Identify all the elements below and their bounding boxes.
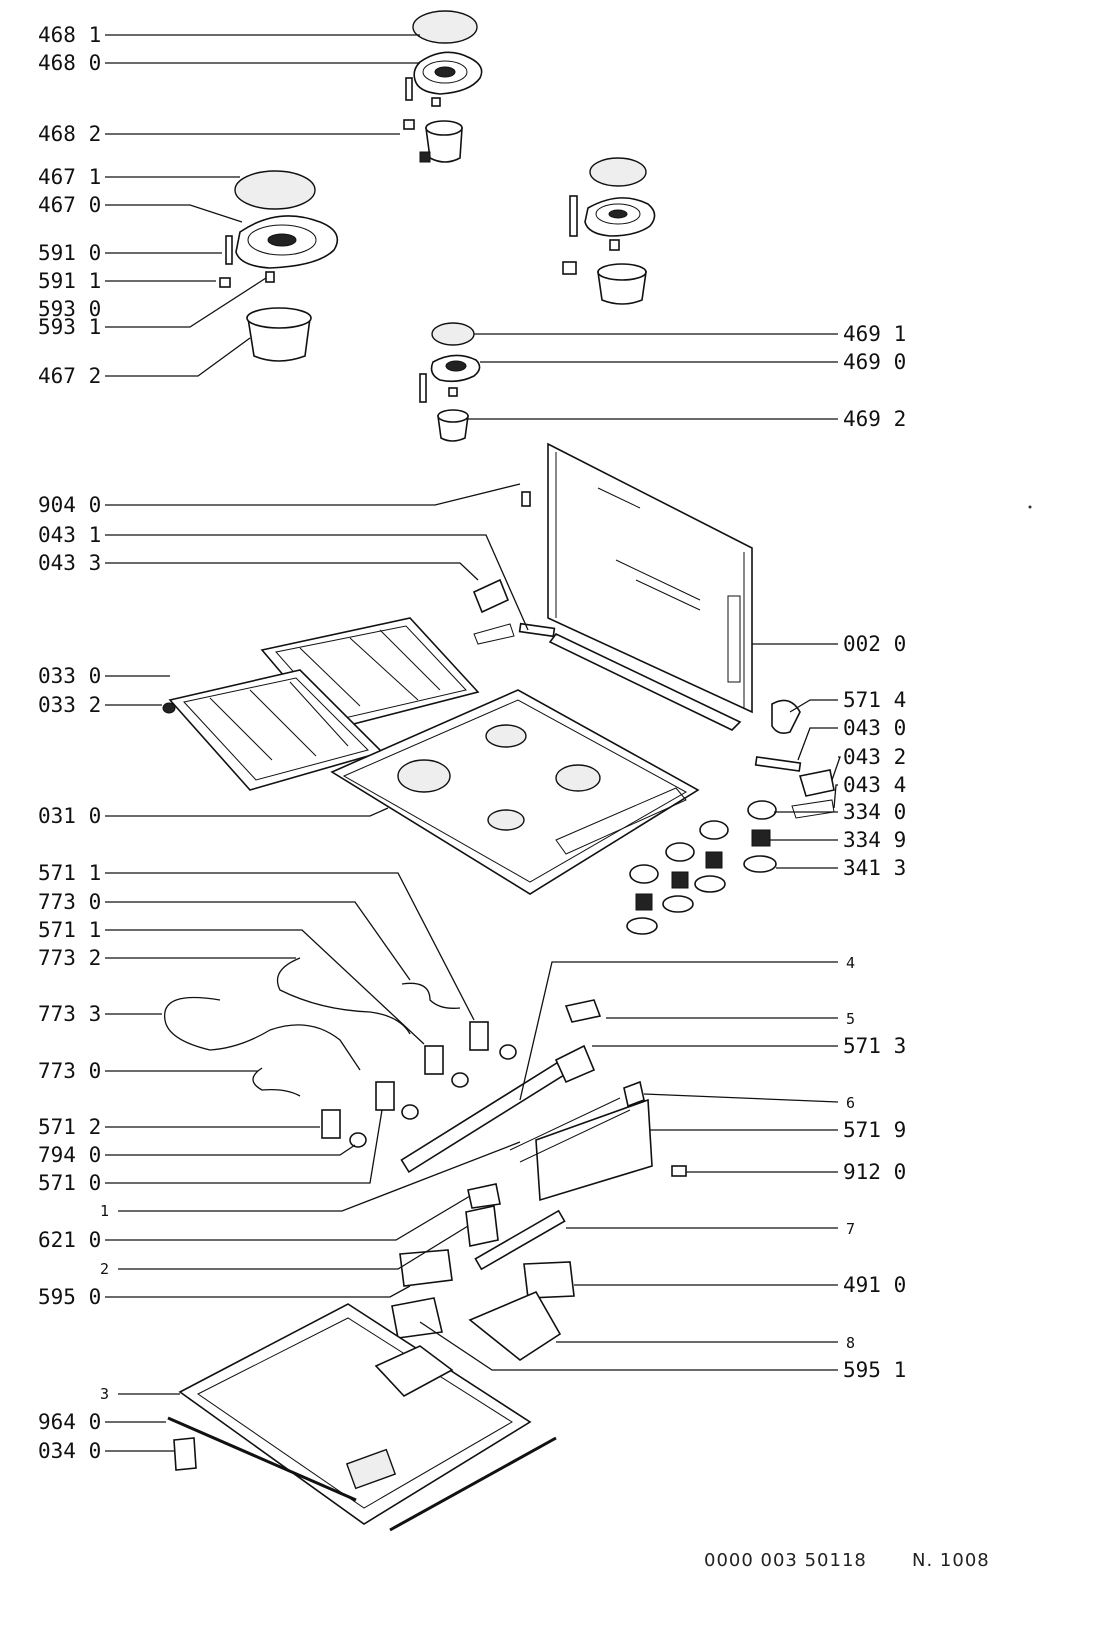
label-6: 6 xyxy=(846,1094,855,1112)
label-593-1: 593 1 xyxy=(38,315,101,339)
label-8: 8 xyxy=(846,1334,855,1352)
label-043-0: 043 0 xyxy=(843,716,906,740)
bottom-tray xyxy=(167,1303,557,1532)
leader-lines xyxy=(105,34,841,1452)
label-4: 4 xyxy=(846,954,855,972)
label-904-0: 904 0 xyxy=(38,493,101,517)
label-571-1-b: 571 1 xyxy=(38,918,101,942)
glass-lid xyxy=(547,442,753,731)
label-773-0-a: 773 0 xyxy=(38,890,101,914)
hob-top xyxy=(330,689,700,895)
left-labels: 468 1 468 0 468 2 467 1 467 0 591 0 591 … xyxy=(38,23,109,1463)
label-467-2: 467 2 xyxy=(38,364,101,388)
label-334-0: 334 0 xyxy=(843,800,906,824)
stray-mark xyxy=(1028,505,1032,509)
label-621-0: 621 0 xyxy=(38,1228,101,1252)
label-043-2: 043 2 xyxy=(843,745,906,769)
label-468-1: 468 1 xyxy=(38,23,101,47)
label-595-1: 595 1 xyxy=(843,1358,906,1382)
label-964-0: 964 0 xyxy=(38,1410,101,1434)
label-469-2: 469 2 xyxy=(843,407,906,431)
pan-supports xyxy=(162,617,480,791)
label-794-0: 794 0 xyxy=(38,1143,101,1167)
label-467-0: 467 0 xyxy=(38,193,101,217)
gas-pipes-and-taps xyxy=(164,957,517,1148)
label-591-0: 591 0 xyxy=(38,241,101,265)
burner-right xyxy=(562,157,656,305)
label-571-3: 571 3 xyxy=(843,1034,906,1058)
label-043-3: 043 3 xyxy=(38,551,101,575)
label-571-0: 571 0 xyxy=(38,1171,101,1195)
label-034-0: 034 0 xyxy=(38,1439,101,1463)
label-571-9: 571 9 xyxy=(843,1118,906,1142)
label-5: 5 xyxy=(846,1010,855,1028)
label-334-9: 334 9 xyxy=(843,828,906,852)
label-591-1: 591 1 xyxy=(38,269,101,293)
label-002-0: 002 0 xyxy=(843,632,906,656)
label-571-1-a: 571 1 xyxy=(38,861,101,885)
label-2: 2 xyxy=(100,1260,109,1278)
label-773-2: 773 2 xyxy=(38,946,101,970)
label-773-0-b: 773 0 xyxy=(38,1059,101,1083)
label-773-3: 773 3 xyxy=(38,1002,101,1026)
label-593-0: 593 0 xyxy=(38,297,101,321)
burner-468 xyxy=(403,10,483,163)
drawing-code: 0000 003 50118 xyxy=(704,1550,867,1571)
label-031-0: 031 0 xyxy=(38,804,101,828)
label-468-2: 468 2 xyxy=(38,122,101,146)
label-491-0: 491 0 xyxy=(843,1273,906,1297)
right-labels: 469 1 469 0 469 2 002 0 571 4 043 0 043 … xyxy=(843,322,906,1382)
burner-469 xyxy=(419,322,481,442)
label-469-0: 469 0 xyxy=(843,350,906,374)
drawing-number: N. 1008 xyxy=(912,1550,990,1571)
label-7: 7 xyxy=(846,1220,855,1238)
burner-467 xyxy=(219,170,339,362)
label-033-2: 033 2 xyxy=(38,693,101,717)
label-1: 1 xyxy=(100,1202,109,1220)
label-033-0: 033 0 xyxy=(38,664,101,688)
label-467-1: 467 1 xyxy=(38,165,101,189)
label-3: 3 xyxy=(100,1385,109,1403)
manifold-assembly xyxy=(391,999,687,1361)
label-571-2: 571 2 xyxy=(38,1115,101,1139)
label-595-0: 595 0 xyxy=(38,1285,101,1309)
label-341-3: 341 3 xyxy=(843,856,906,880)
label-468-0: 468 0 xyxy=(38,51,101,75)
control-knobs xyxy=(626,800,777,935)
label-043-1: 043 1 xyxy=(38,523,101,547)
label-912-0: 912 0 xyxy=(843,1160,906,1184)
parts-drawing xyxy=(162,10,1032,1532)
label-571-4: 571 4 xyxy=(843,688,906,712)
label-469-1: 469 1 xyxy=(843,322,906,346)
label-043-4: 043 4 xyxy=(843,773,906,797)
